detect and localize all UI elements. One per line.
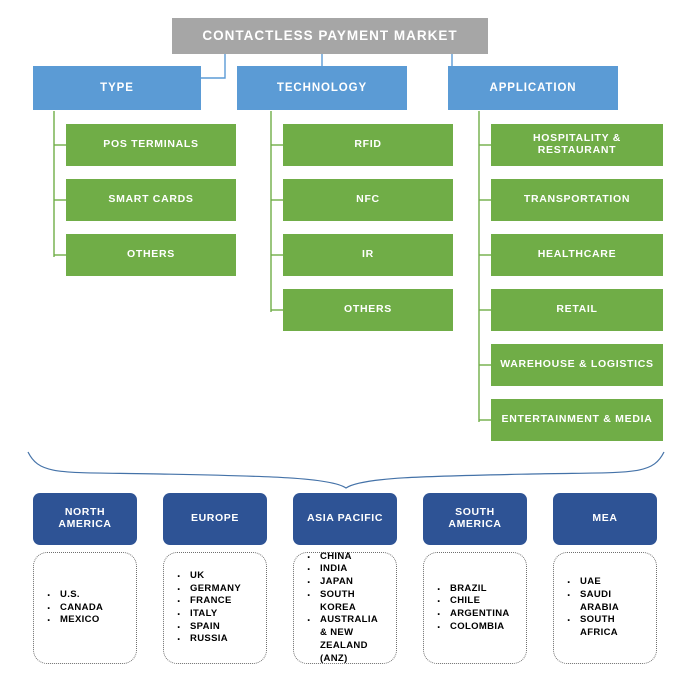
list-item: RUSSIA (177, 632, 262, 647)
leaf-label: OTHERS (127, 248, 175, 261)
root-title-box: CONTACTLESS PAYMENT MARKET (172, 18, 488, 54)
leaf-box-healthcare[interactable]: HEALTHCARE (491, 234, 663, 276)
list-item: SAUDI ARABIA (567, 588, 652, 614)
region-label: EUROPE (191, 512, 239, 525)
list-item: FRANCE (177, 594, 262, 609)
region-box-asia-pacific[interactable]: ASIA PACIFIC (293, 493, 397, 545)
leaf-label: NFC (356, 193, 380, 206)
list-item: SOUTH AFRICA (567, 613, 652, 639)
category-box-type[interactable]: TYPE (33, 66, 201, 110)
list-item: COLOMBIA (437, 620, 522, 635)
leaf-label: ENTERTAINMENT & MEDIA (501, 413, 653, 426)
leaf-label: RFID (354, 138, 382, 151)
region-box-north-america[interactable]: NORTH AMERICA (33, 493, 137, 545)
leaf-label: OTHERS (344, 303, 392, 316)
leaf-box-entertainment-media[interactable]: ENTERTAINMENT & MEDIA (491, 399, 663, 441)
list-item: JAPAN (307, 575, 392, 590)
country-list: BRAZIL CHILE ARGENTINA COLOMBIA (434, 582, 522, 635)
list-item: MEXICO (47, 613, 132, 628)
region-country-list-asia-pacific: CHINA INDIA JAPAN SOUTH KOREA AUSTRALIA … (293, 550, 397, 665)
region-label: MEA (592, 512, 618, 525)
country-list: U.S. CANADA MEXICO (44, 588, 132, 628)
list-item: SPAIN (177, 620, 262, 635)
region-box-south-america[interactable]: SOUTH AMERICA (423, 493, 527, 545)
region-label: ASIA PACIFIC (306, 512, 384, 525)
leaf-box-warehouse-logistics[interactable]: WAREHOUSE & LOGISTICS (491, 344, 663, 386)
leaf-box-pos-terminals[interactable]: POS TERMINALS (66, 124, 236, 166)
list-item: SOUTH KOREA (307, 588, 392, 614)
list-item: BRAZIL (437, 582, 522, 597)
region-box-europe[interactable]: EUROPE (163, 493, 267, 545)
category-box-application[interactable]: APPLICATION (448, 66, 618, 110)
country-list: CHINA INDIA JAPAN SOUTH KOREA AUSTRALIA … (304, 550, 392, 665)
list-item: ARGENTINA (437, 607, 522, 622)
leaf-box-type-others[interactable]: OTHERS (66, 234, 236, 276)
leaf-label: IR (362, 248, 374, 261)
country-list: UAE SAUDI ARABIA SOUTH AFRICA (564, 575, 652, 640)
leaf-box-transportation[interactable]: TRANSPORTATION (491, 179, 663, 221)
leaf-label: WAREHOUSE & LOGISTICS (500, 358, 654, 371)
leaf-box-nfc[interactable]: NFC (283, 179, 453, 221)
list-item: INDIA (307, 563, 392, 578)
list-item: U.S. (47, 588, 132, 603)
region-label: SOUTH AMERICA (448, 506, 502, 530)
list-item: CANADA (47, 601, 132, 616)
list-item: CHINA (307, 550, 392, 565)
region-country-list-south-america: BRAZIL CHILE ARGENTINA COLOMBIA (423, 552, 527, 664)
list-item: ITALY (177, 607, 262, 622)
leaf-box-smart-cards[interactable]: SMART CARDS (66, 179, 236, 221)
leaf-box-retail[interactable]: RETAIL (491, 289, 663, 331)
list-item: CHILE (437, 594, 522, 609)
region-country-list-north-america: U.S. CANADA MEXICO (33, 552, 137, 664)
list-item: UAE (567, 575, 652, 590)
list-item: GERMANY (177, 582, 262, 597)
leaf-label: TRANSPORTATION (523, 193, 631, 206)
country-list: UK GERMANY FRANCE ITALY SPAIN RUSSIA (174, 569, 262, 647)
list-item: UK (177, 569, 262, 584)
leaf-box-technology-others[interactable]: OTHERS (283, 289, 453, 331)
page-title: CONTACTLESS PAYMENT MARKET (202, 28, 458, 44)
leaf-box-hospitality-restaurant[interactable]: HOSPITALITY & RESTAURANT (491, 124, 663, 166)
leaf-label: HEALTHCARE (537, 248, 617, 261)
category-label: TYPE (100, 81, 134, 94)
region-box-mea[interactable]: MEA (553, 493, 657, 545)
region-country-list-europe: UK GERMANY FRANCE ITALY SPAIN RUSSIA (163, 552, 267, 664)
region-label: NORTH AMERICA (58, 506, 112, 530)
leaf-label: HOSPITALITY & RESTAURANT (532, 132, 622, 156)
leaf-box-ir[interactable]: IR (283, 234, 453, 276)
leaf-label: SMART CARDS (108, 193, 194, 206)
category-label: APPLICATION (489, 81, 577, 94)
category-label: TECHNOLOGY (276, 81, 368, 94)
leaf-box-rfid[interactable]: RFID (283, 124, 453, 166)
region-country-list-mea: UAE SAUDI ARABIA SOUTH AFRICA (553, 552, 657, 664)
list-item: AUSTRALIA & NEW ZEALAND (ANZ) (307, 613, 392, 665)
leaf-label: RETAIL (556, 303, 598, 316)
category-box-technology[interactable]: TECHNOLOGY (237, 66, 407, 110)
leaf-label: POS TERMINALS (103, 138, 199, 151)
